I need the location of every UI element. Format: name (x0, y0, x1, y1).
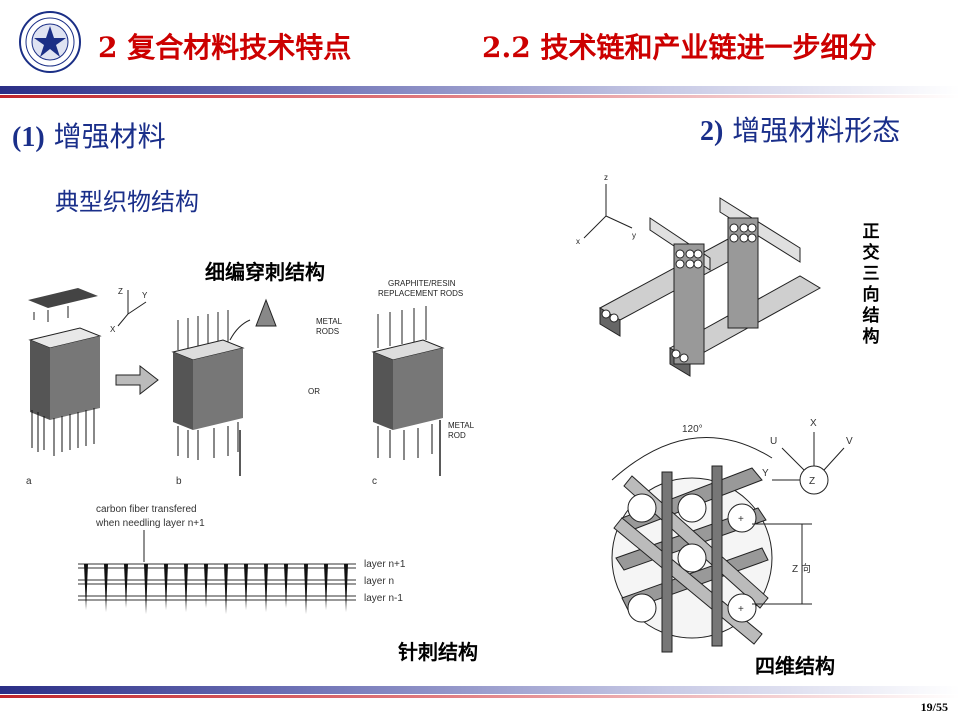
fig-4d-axis-z: Z (809, 476, 815, 487)
fig-4d-zdim (752, 523, 812, 605)
fig-needle-note-graphite: GRAPHITE/RESIN (388, 279, 456, 288)
fig-needle-note-replacement: REPLACEMENT RODS (378, 289, 463, 298)
fig-needle-label-a: a (26, 476, 32, 487)
fig-needle-caption: 细编穿刺结构 (205, 260, 325, 284)
section1-subheading: 典型织物结构 (55, 188, 199, 216)
fig-4d-rods: + + (611, 465, 773, 653)
fig-needle-note-metal2: METAL (448, 421, 475, 430)
fig-needle-note-rod2: ROD (448, 431, 466, 440)
fig-4d-diagram: 120° X U V Y Z + + Z 向 (611, 418, 853, 653)
section1-number: (1) (12, 122, 45, 153)
footer-band-accent (0, 695, 960, 698)
slide-title: 2 复合材料技术特点 (98, 31, 352, 64)
fig-4d-plus2: + (738, 604, 744, 615)
header-band-accent (0, 95, 960, 98)
fig-4d-axis-u: U (770, 436, 777, 447)
fig-ortho-diagram: z x y (576, 173, 822, 377)
header-band (0, 86, 960, 94)
fig-4d-axes (772, 432, 845, 495)
fig-needle-panel-c (371, 306, 445, 476)
fig-punch-layer2: layer n (364, 576, 394, 587)
fig-needle-diagram: a Z Y X b GRAPHITE/RESIN REPLACEMENT ROD… (26, 279, 475, 487)
section2-number: 2) (700, 116, 724, 147)
fig-punch-layers (78, 563, 356, 601)
university-seal-icon (19, 11, 81, 73)
fig-needle-axes (117, 290, 147, 327)
section2-heading: 2) 增强材料形态 (700, 109, 900, 149)
fig-needle-note-rods: RODS (316, 327, 339, 336)
fig-needle-axis-z: Z (118, 287, 123, 296)
fig-punch-layer1: layer n+1 (364, 559, 406, 570)
fig-punch-needles (84, 564, 348, 614)
fig-ortho-bundles (598, 197, 822, 377)
fig-needle-label-c: c (372, 476, 377, 487)
footer-band (0, 686, 960, 694)
fig-punch-layer3: layer n-1 (364, 593, 403, 604)
fig-4d-angle: 120° (682, 424, 703, 435)
fig-punch-caption: 针刺结构 (398, 640, 478, 664)
fig-4d-caption: 四维结构 (755, 654, 835, 678)
fig-needle-axis-y: Y (142, 291, 148, 300)
fig-ortho-axis-x: x (576, 237, 580, 246)
fig-needle-axis-x: X (110, 325, 116, 334)
fig-ortho-axes (583, 184, 633, 239)
fig-needle-panel-b (171, 298, 277, 476)
fig-4d-axis-y: Y (762, 468, 769, 479)
fig-needle-note-metal: METAL (316, 317, 343, 326)
section1-heading: (1) 增强材料 (12, 115, 166, 155)
section2-label: 增强材料形态 (732, 114, 901, 147)
fig-ortho-axis-z: z (604, 173, 608, 182)
fig-needle-arrow (115, 364, 159, 396)
page-number: 19/55 (920, 700, 948, 714)
fig-4d-plus1: + (738, 514, 744, 525)
fig-punch-note2: when needling layer n+1 (95, 518, 205, 529)
fig-ortho-axis-y: y (632, 231, 636, 240)
fig-needle-panel-a (28, 288, 102, 456)
fig-needle-note-or: OR (308, 387, 320, 396)
section1-label: 增强材料 (53, 120, 166, 153)
fig-4d-axis-v: V (846, 436, 853, 447)
slide-subtitle: 2.2 技术链和产业链进一步细分 (482, 31, 877, 64)
fig-punch-note1: carbon fiber transfered (96, 504, 197, 515)
fig-punch-diagram: carbon fiber transfered when needling la… (78, 504, 406, 614)
university-logo (18, 10, 82, 74)
fig-4d-axis-x: X (810, 418, 817, 429)
fig-ortho-caption: 正交三向结构 (862, 222, 880, 347)
fig-needle-label-b: b (176, 476, 182, 487)
fig-4d-zdir: Z 向 (792, 562, 811, 575)
